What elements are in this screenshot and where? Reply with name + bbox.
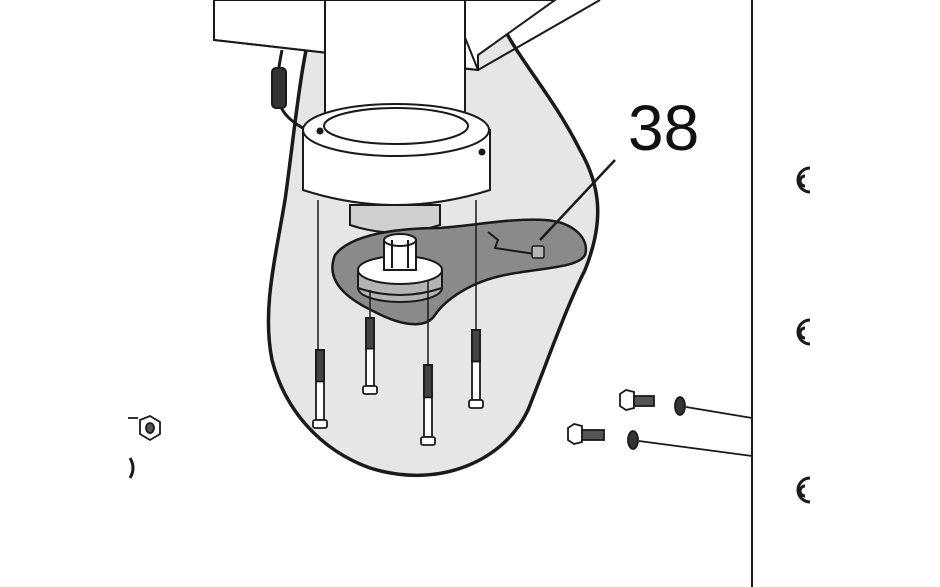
- center-shaft-assembly: [357, 233, 443, 303]
- plate-wire: [487, 231, 536, 255]
- bolt-guide-lines: [317, 200, 477, 365]
- hex-bolt-icon: [312, 349, 328, 429]
- wall-panel: [751, 0, 811, 587]
- hex-bolt-icon: [362, 317, 378, 395]
- plate-connector: [531, 245, 545, 259]
- mounting-hole-icon: [796, 166, 811, 194]
- side-bolt-lower: [567, 423, 753, 457]
- mounting-hole-icon: [796, 476, 811, 504]
- hex-bolt-icon: [468, 329, 484, 409]
- washer-icon: [674, 396, 686, 416]
- hex-nut-icon: [128, 414, 161, 479]
- base-collar: [302, 103, 491, 206]
- callout-leader-line: [539, 159, 616, 241]
- mounting-hole-icon: [796, 318, 811, 346]
- washer-icon: [627, 430, 639, 450]
- hex-bolt-icon: [420, 364, 436, 446]
- side-bolt-upper: [619, 389, 753, 419]
- part-number-callout: 38: [628, 92, 699, 164]
